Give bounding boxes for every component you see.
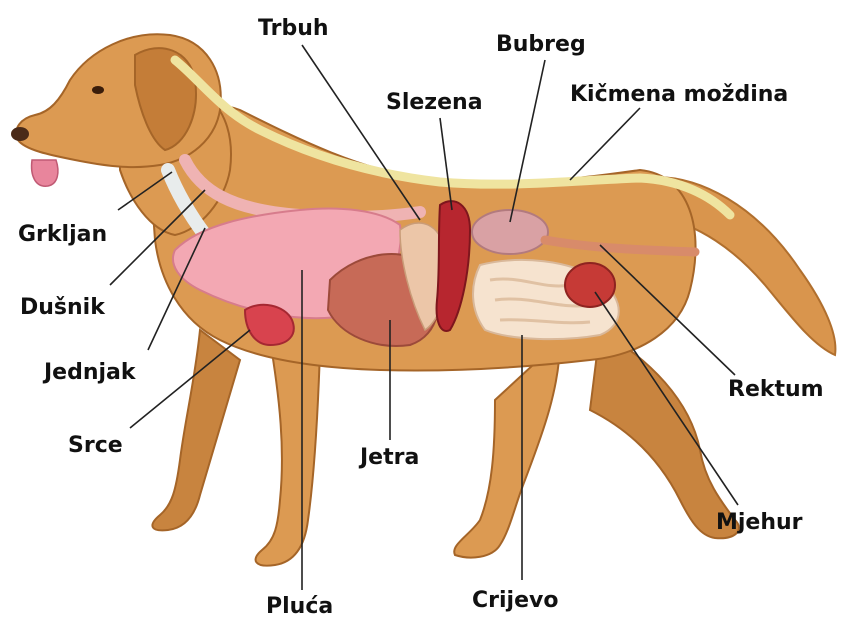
dog-back-leg-right [590, 330, 739, 538]
kidney-shape [472, 210, 548, 254]
label-jednjak: Jednjak [44, 360, 136, 386]
label-crijevo: Crijevo [472, 588, 558, 614]
dog-eye [92, 86, 104, 94]
leader-kicmena [570, 108, 640, 180]
dog-front-leg-right [152, 330, 240, 530]
dog-back-leg-left [454, 340, 560, 558]
label-srce: Srce [68, 433, 123, 459]
label-slezena: Slezena [386, 90, 483, 116]
dog-front-leg-left [256, 340, 320, 566]
label-jetra: Jetra [360, 445, 419, 471]
label-rektum: Rektum [728, 377, 824, 403]
bladder-shape [565, 263, 615, 307]
label-bubreg: Bubreg [496, 32, 586, 58]
label-pluca: Pluća [266, 594, 333, 620]
label-dusnik: Dušnik [20, 295, 105, 321]
label-mjehur: Mjehur [716, 510, 803, 536]
dog-tongue [32, 160, 58, 186]
label-grkljan: Grkljan [18, 222, 107, 248]
label-kicmena-mozdina: Kičmena moždina [570, 82, 788, 108]
label-trbuh: Trbuh [258, 16, 329, 42]
dog-nose [11, 127, 29, 141]
